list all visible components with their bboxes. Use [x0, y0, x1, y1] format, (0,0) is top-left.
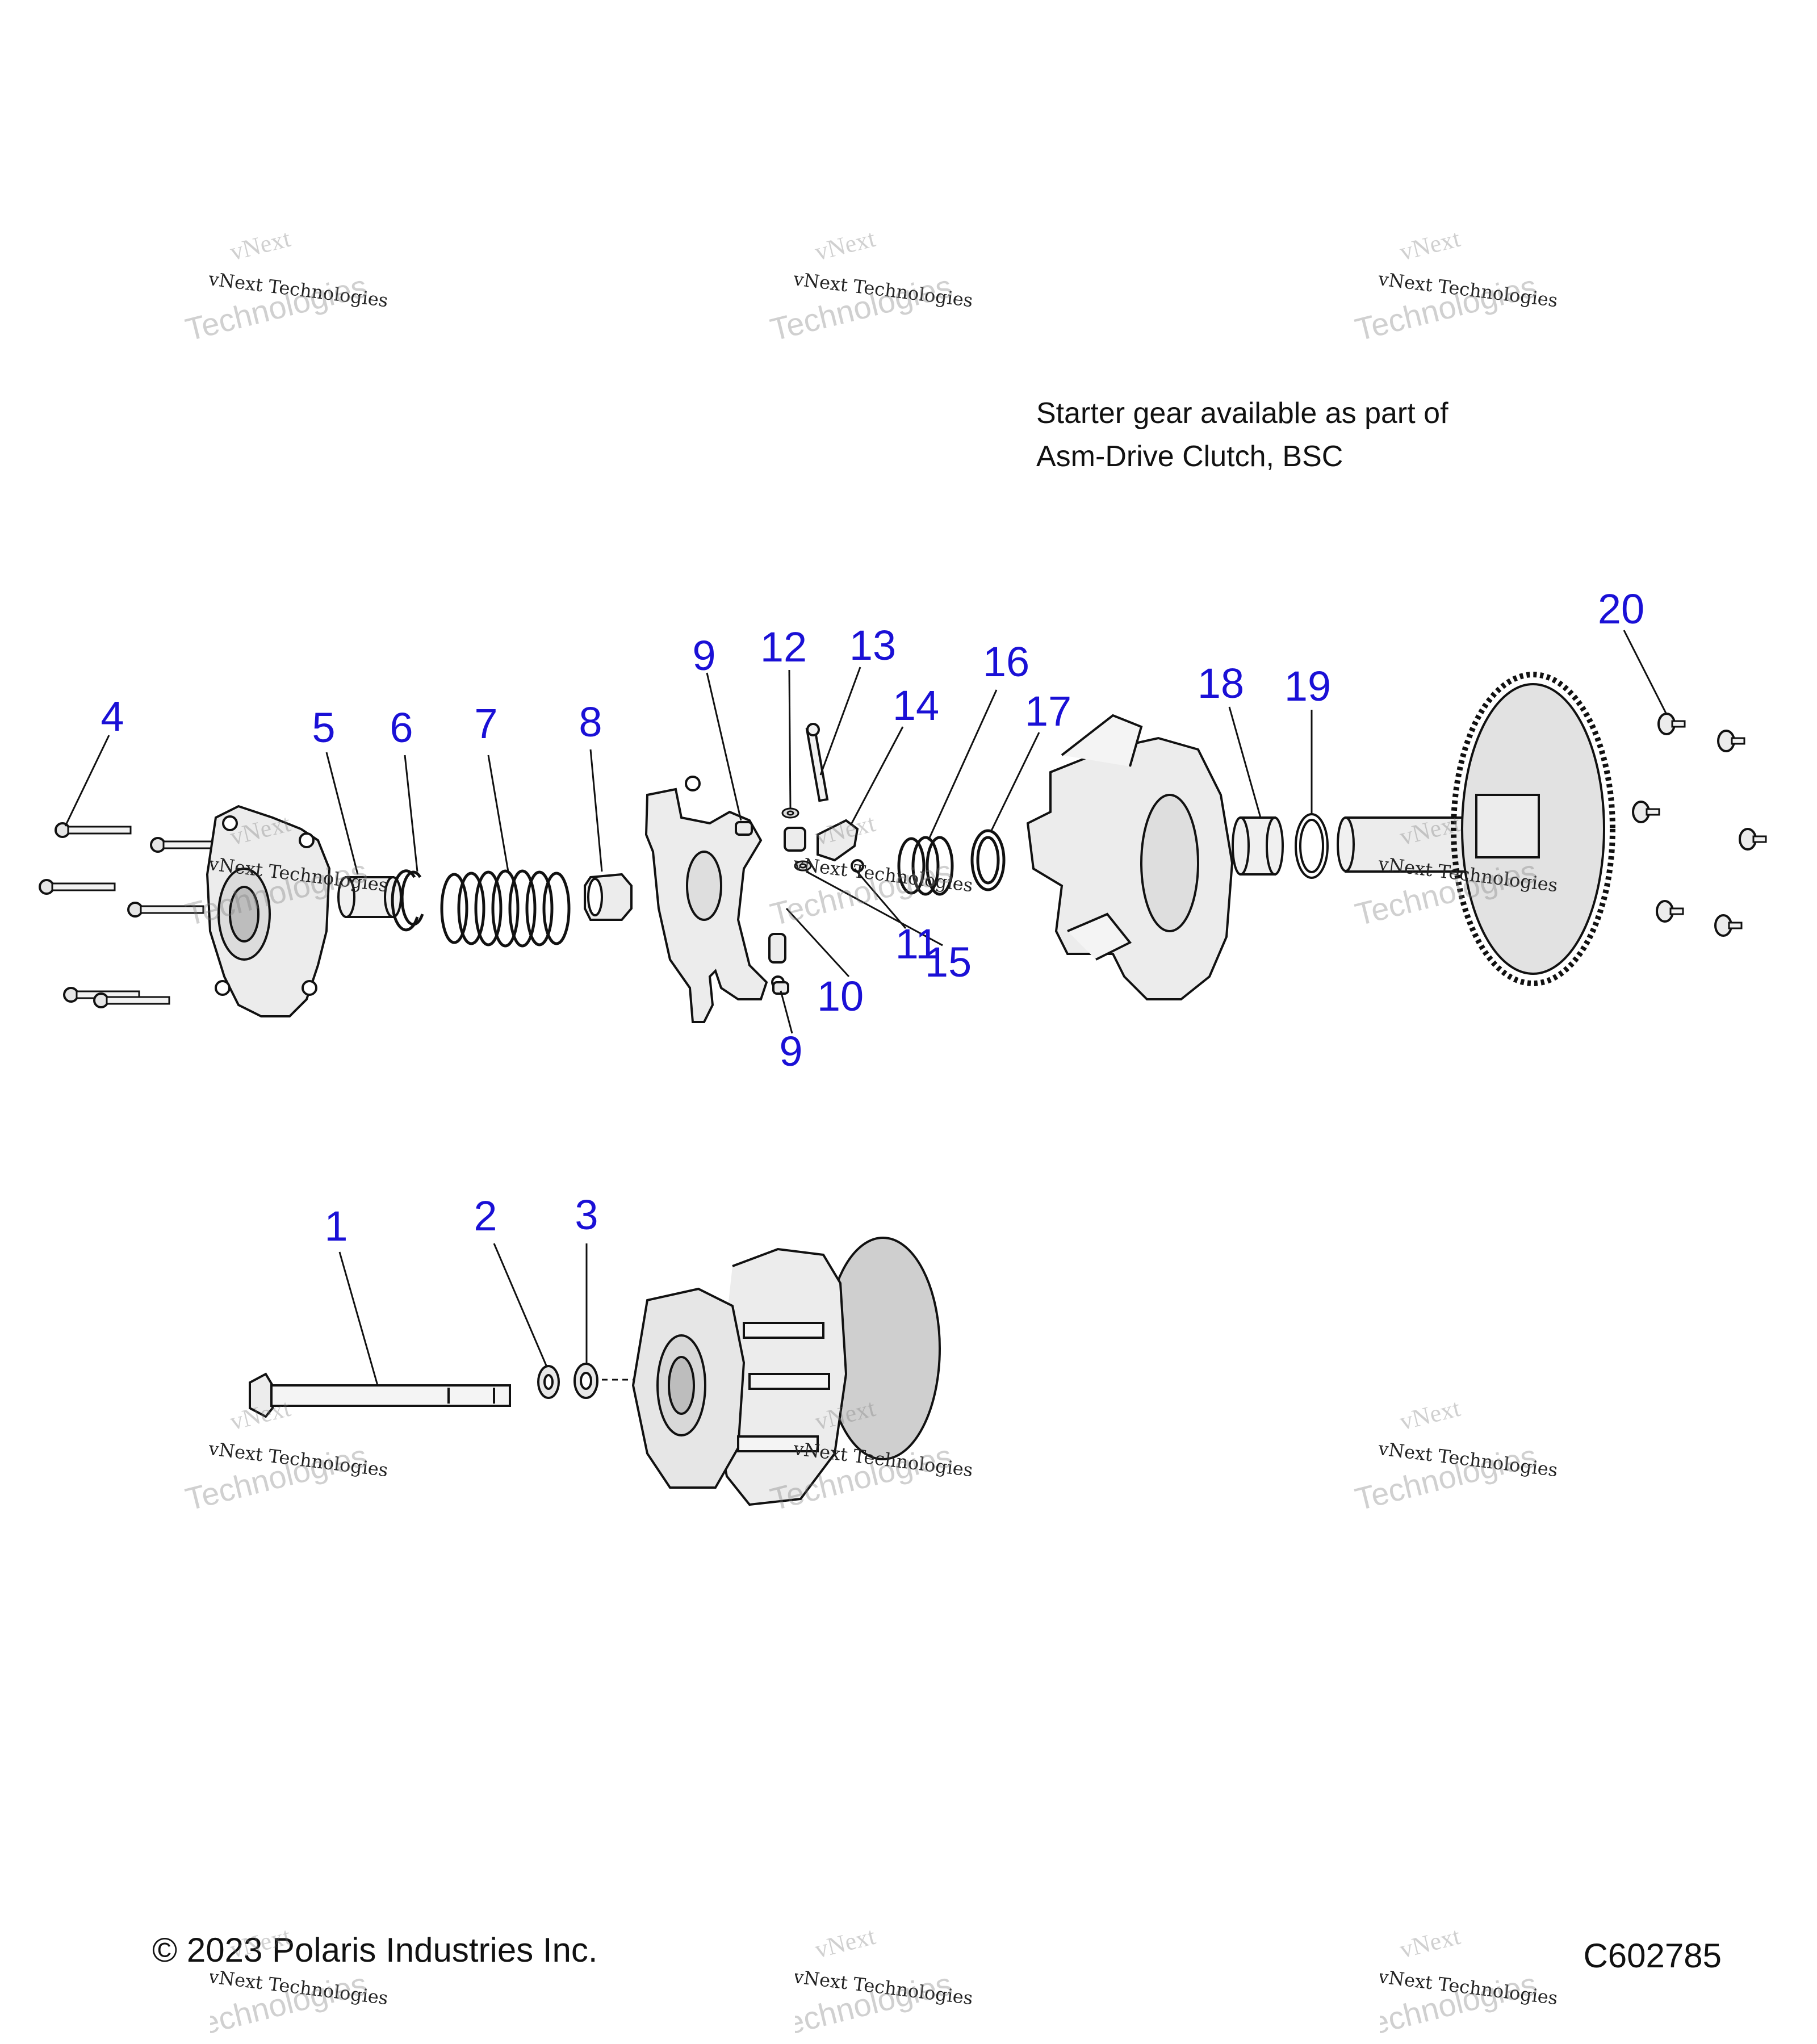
- callout-12: 12: [760, 623, 807, 671]
- bolt-set: [39, 822, 227, 1008]
- flyweight: [784, 819, 864, 873]
- callout-15: 15: [924, 939, 972, 986]
- callout-13: 13: [849, 622, 897, 669]
- callout-18: 18: [1197, 660, 1245, 707]
- washer-2: [537, 1365, 560, 1399]
- spring-seat: [584, 873, 633, 921]
- pin: [805, 723, 829, 802]
- callout-16: 16: [982, 638, 1030, 685]
- callout-2: 2: [474, 1192, 497, 1239]
- callout-14: 14: [892, 682, 940, 729]
- copyright-text: © 2023 Polaris Industries Inc.: [152, 1931, 598, 1969]
- roller: [735, 821, 789, 995]
- note-line-2: Asm-Drive Clutch, BSC: [1036, 440, 1343, 473]
- leader-lines: [64, 630, 1668, 1386]
- callout-9-upper: 9: [692, 632, 716, 679]
- callout-9-lower: 9: [779, 1028, 803, 1075]
- callout-11: 11: [895, 920, 939, 967]
- callout-20: 20: [1597, 585, 1645, 633]
- bushings-18-19: [1232, 813, 1329, 879]
- starter-gear-note: Starter gear available as part of Asm-Dr…: [1036, 392, 1448, 478]
- note-line-1: Starter gear available as part of: [1036, 397, 1448, 430]
- figure-code: C602785: [1583, 1937, 1722, 1975]
- callout-10: 10: [817, 973, 864, 1020]
- washers-12-11: [781, 807, 812, 872]
- callout-3: 3: [575, 1191, 598, 1238]
- callout-7: 7: [474, 700, 498, 747]
- callout-8: 8: [579, 698, 602, 745]
- callout-17: 17: [1024, 688, 1072, 735]
- fixed-sheave-starter-gear: [1337, 672, 1615, 986]
- spring: [440, 869, 571, 948]
- cover-plate: [206, 805, 331, 1017]
- callout-19: 19: [1284, 663, 1332, 710]
- callout-6: 6: [390, 704, 413, 751]
- clutch-assembly: [631, 1237, 941, 1506]
- spider: [644, 776, 785, 1023]
- washer-stack: [897, 829, 1006, 896]
- snap-ring: [391, 869, 424, 932]
- moveable-sheave: [1026, 714, 1234, 1000]
- push-pin-set: [1632, 713, 1767, 937]
- callout-1: 1: [324, 1203, 348, 1250]
- main-bolt: [249, 1372, 511, 1418]
- bushing-3: [573, 1363, 598, 1399]
- callout-5: 5: [312, 704, 336, 751]
- callout-4: 4: [101, 693, 124, 740]
